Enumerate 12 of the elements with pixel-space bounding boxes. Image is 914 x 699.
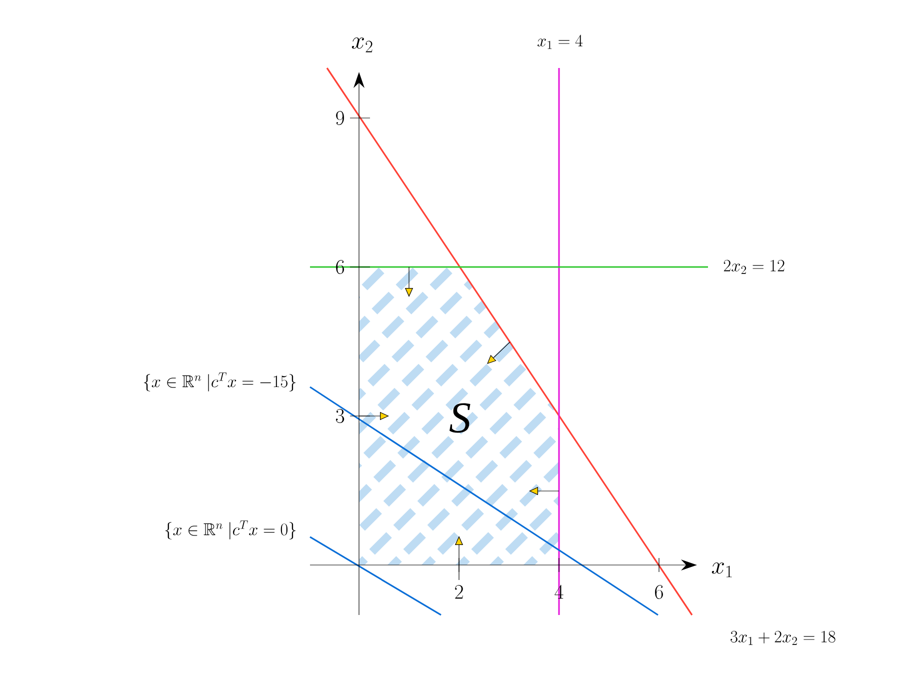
line-label: $2x_2 = 12$ <box>724 260 784 274</box>
line-label: $3x_1 + 2x_2 = 18$ <box>730 630 836 645</box>
feasible-region: S <box>359 267 559 565</box>
tick-label: $9$ <box>336 110 344 126</box>
line-label: $\{x \in \mathbb{R}^n \ |c^T x = -15\}$ <box>144 372 296 392</box>
tick-label: $6$ <box>655 584 663 599</box>
line-label: $\{x \in \mathbb{R}^n \ |c^T x = 0\}$ <box>165 520 296 540</box>
axis-label: $x_2$ <box>352 38 372 52</box>
tick-label: $2$ <box>455 584 463 599</box>
axis-label: $x_1$ <box>712 562 732 578</box>
tick-label: $3$ <box>336 408 344 423</box>
line-label: $x_1 = 4$ <box>538 34 583 49</box>
